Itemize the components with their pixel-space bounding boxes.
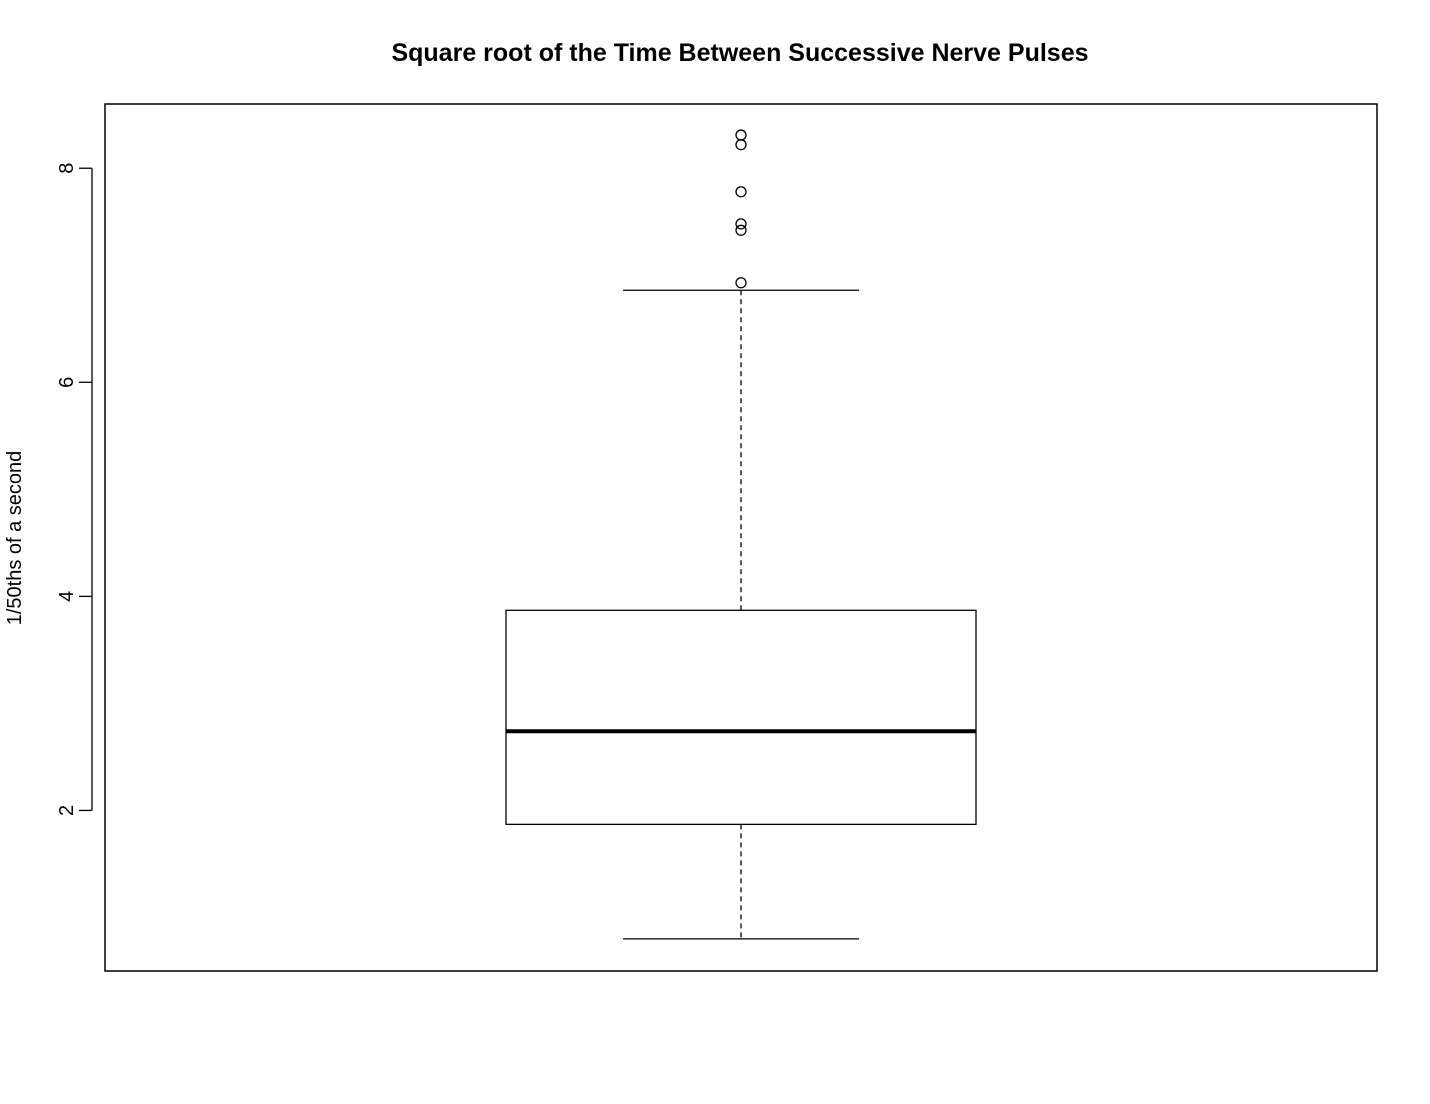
iqr-box	[505, 609, 977, 826]
outlier-point	[735, 186, 747, 198]
y-tick-label: 6	[56, 377, 78, 388]
chart-title: Square root of the Time Between Successi…	[391, 39, 1088, 67]
y-axis-label: 1/50ths of a second	[4, 451, 26, 626]
outlier-point	[735, 277, 747, 289]
y-tick-label: 4	[56, 591, 78, 602]
plot-frame	[104, 103, 1378, 972]
outlier-point	[735, 218, 747, 230]
outlier-point	[735, 139, 747, 151]
y-axis: 2 4 6 8	[56, 163, 93, 816]
y-tick-label: 8	[56, 163, 78, 174]
boxplot-marks	[505, 129, 977, 940]
outlier-point	[735, 129, 747, 141]
outlier-point	[735, 224, 747, 236]
y-tick-label: 2	[56, 805, 78, 816]
